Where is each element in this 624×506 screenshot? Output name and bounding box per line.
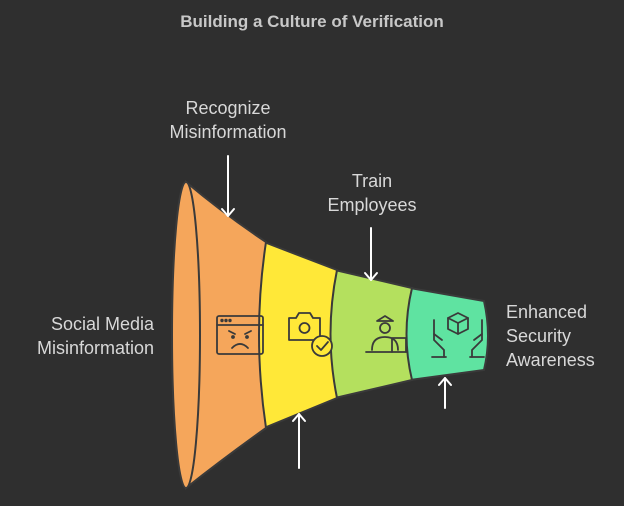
label-line: Security bbox=[506, 326, 572, 346]
stage-recognize-misinformation bbox=[256, 240, 339, 430]
arrow-train-employees bbox=[364, 227, 378, 281]
label-line: Enhanced bbox=[506, 302, 588, 322]
label-line: Train bbox=[351, 171, 393, 191]
label-train-employees: Train Employees bbox=[310, 169, 434, 217]
label-social-media-misinformation: Social Media Misinformation bbox=[6, 312, 154, 360]
label-enhanced-security-awareness: Enhanced Security Awareness bbox=[506, 300, 618, 372]
label-line: Misinformation bbox=[169, 122, 287, 142]
camera-check-icon bbox=[288, 312, 333, 357]
arrow-recognize-misinformation bbox=[221, 155, 235, 217]
diagram-title: Building a Culture of Verification bbox=[180, 12, 444, 31]
arrow-green-up bbox=[438, 377, 452, 409]
label-line: Employees bbox=[327, 195, 417, 215]
label-line: Awareness bbox=[506, 350, 595, 370]
trainer-icon bbox=[365, 315, 407, 353]
stage-social-media-misinformation bbox=[171, 179, 268, 491]
label-line: Recognize bbox=[185, 98, 271, 118]
stage-enhanced-security-awareness bbox=[403, 286, 489, 382]
angry-browser-icon bbox=[216, 315, 264, 355]
arrow-yellow-up bbox=[292, 413, 306, 469]
stage-train-employees bbox=[327, 268, 414, 400]
label-line: Social Media bbox=[50, 314, 154, 334]
label-recognize-misinformation: Recognize Misinformation bbox=[150, 96, 306, 144]
hands-box-icon bbox=[431, 312, 485, 358]
label-line: Misinformation bbox=[36, 338, 154, 358]
